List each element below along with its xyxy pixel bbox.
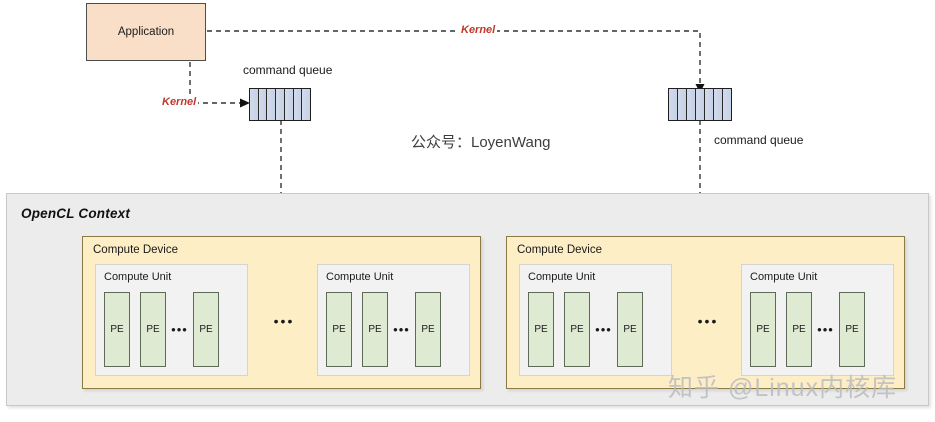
pe-ellipsis: ••• (171, 322, 188, 337)
queue-cell (250, 89, 259, 120)
pe-ellipsis: ••• (595, 322, 612, 337)
queue-cell (276, 89, 285, 120)
pe-row: PE PE ••• PE (528, 292, 665, 367)
compute-unit-ellipsis: ••• (273, 313, 295, 329)
compute-unit-label: Compute Unit (326, 271, 394, 283)
pe-box: PE (326, 292, 352, 367)
application-label: Application (117, 26, 175, 38)
queue-cell (267, 89, 277, 120)
compute-unit-ellipsis: ••• (697, 313, 719, 329)
pe-box: PE (617, 292, 643, 367)
compute-device-2: Compute Device Compute Unit PE PE ••• PE… (506, 236, 905, 389)
pe-row: PE PE ••• PE (104, 292, 241, 367)
command-queue-left (249, 88, 311, 121)
watermark: 知乎 @Linux内核库 (668, 374, 898, 402)
queue-cell (678, 89, 687, 120)
application-box: Application (86, 3, 206, 61)
command-queue-right-label: command queue (714, 133, 804, 147)
compute-unit-label: Compute Unit (750, 271, 818, 283)
compute-unit-label: Compute Unit (528, 271, 596, 283)
queue-cell (284, 89, 294, 120)
pe-box: PE (140, 292, 166, 367)
command-queue-left-label: command queue (243, 63, 333, 77)
compute-device-label: Compute Device (93, 244, 179, 256)
compute-unit-1-2: Compute Unit PE PE ••• PE (317, 264, 470, 376)
command-queue-right (668, 88, 732, 121)
pe-box: PE (564, 292, 590, 367)
compute-unit-1-1: Compute Unit PE PE ••• PE (95, 264, 248, 376)
pe-box: PE (750, 292, 776, 367)
compute-device-label: Compute Device (517, 244, 603, 256)
pe-ellipsis: ••• (393, 322, 410, 337)
queue-cell (705, 89, 714, 120)
queue-cell (669, 89, 678, 120)
queue-cell (258, 89, 268, 120)
pe-box: PE (415, 292, 441, 367)
pe-box: PE (528, 292, 554, 367)
kernel-label-right: Kernel (459, 24, 498, 36)
queue-cell (696, 89, 705, 120)
queue-cell (714, 89, 723, 120)
pe-box: PE (362, 292, 388, 367)
queue-cell (723, 89, 731, 120)
pe-box: PE (193, 292, 219, 367)
compute-unit-2-2: Compute Unit PE PE ••• PE (741, 264, 894, 376)
compute-unit-2-1: Compute Unit PE PE ••• PE (519, 264, 672, 376)
wechat-note: 公众号：LoyenWang (411, 134, 551, 151)
pe-box: PE (104, 292, 130, 367)
pe-row: PE PE ••• PE (750, 292, 887, 367)
pe-box: PE (839, 292, 865, 367)
queue-cell (687, 89, 696, 120)
opencl-context-title: OpenCL Context (21, 206, 131, 221)
pe-ellipsis: ••• (817, 322, 834, 337)
queue-cell (302, 89, 311, 120)
kernel-label-left: Kernel (160, 96, 199, 108)
compute-device-1: Compute Device Compute Unit PE PE ••• PE… (82, 236, 481, 389)
pe-box: PE (786, 292, 812, 367)
pe-row: PE PE ••• PE (326, 292, 463, 367)
queue-cell (293, 89, 303, 120)
compute-unit-label: Compute Unit (104, 271, 172, 283)
